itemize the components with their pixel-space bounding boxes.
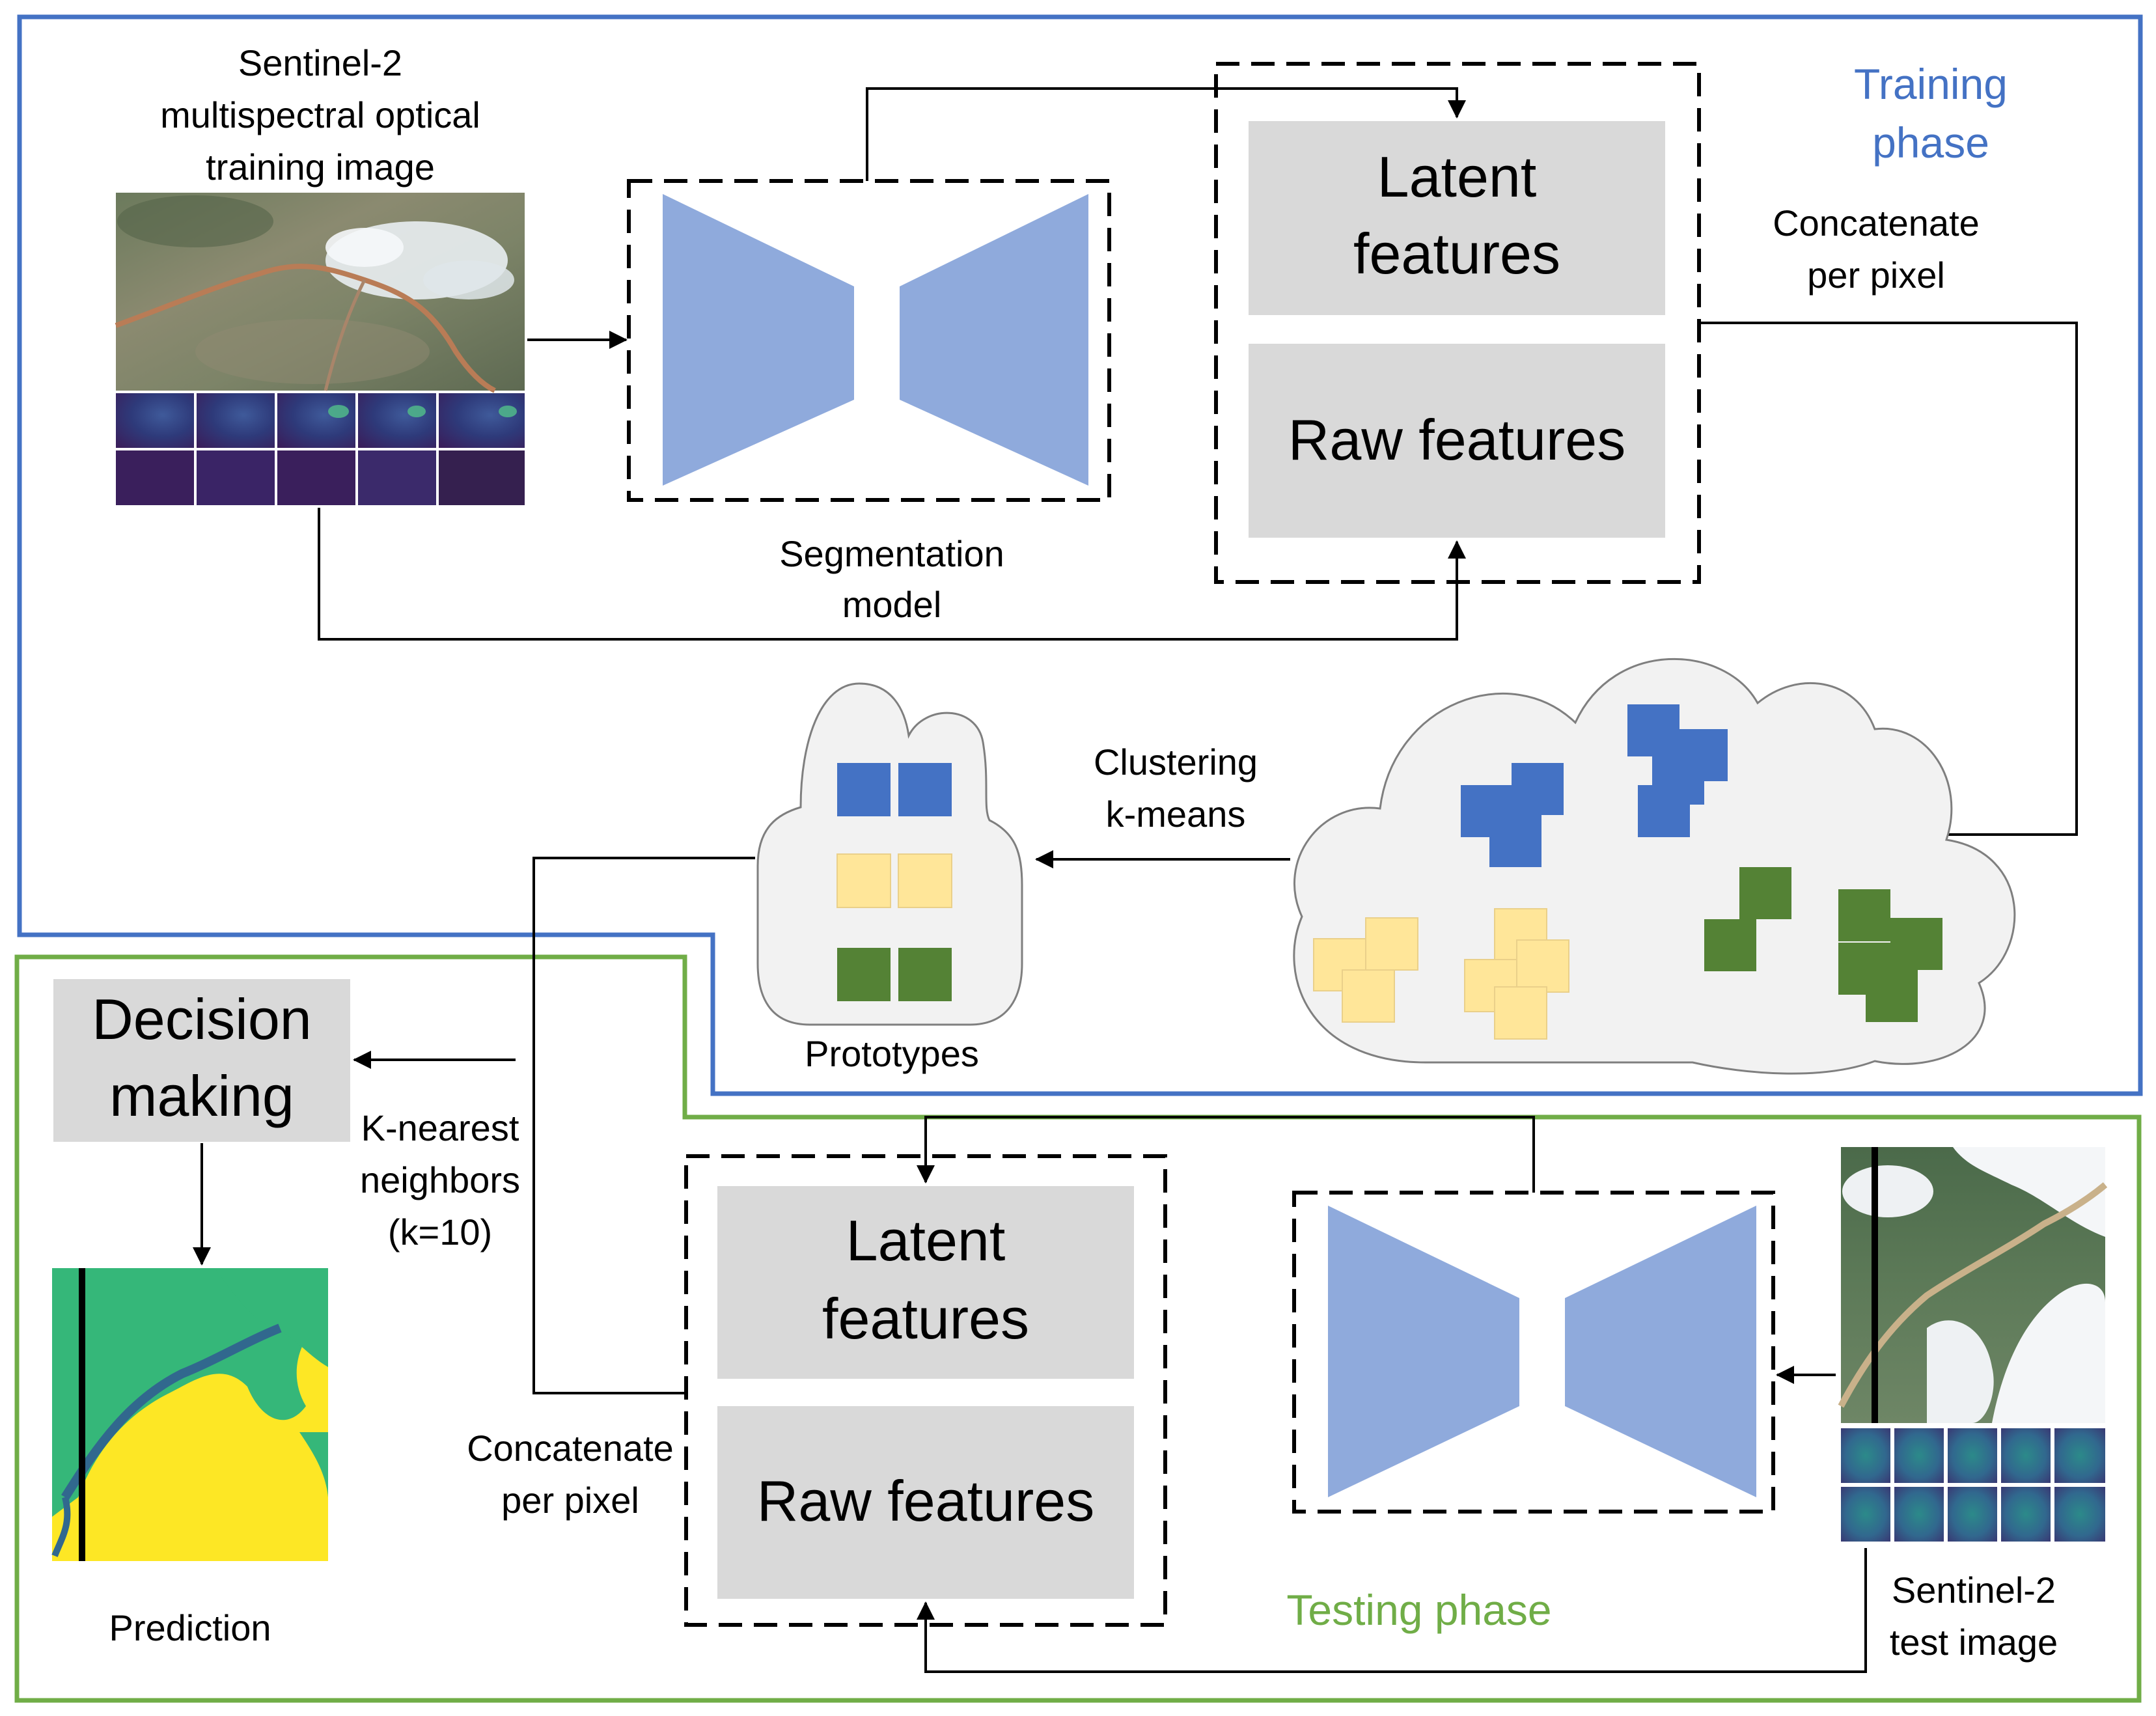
prediction-label: Prediction: [109, 1607, 271, 1648]
training-phase-border: [17, 14, 2143, 1096]
training-image-caption-2: multispectral optical: [160, 94, 480, 135]
knn-label-3: (k=10): [388, 1211, 492, 1252]
blue-cluster-points: [1461, 704, 1728, 867]
decision-making-box: [53, 979, 350, 1142]
prototypes-label: Prototypes: [805, 1033, 979, 1074]
training-concat-label-2: per pixel: [1807, 255, 1945, 296]
clustering-label-2: k-means: [1106, 794, 1246, 835]
arrow-test-model-to-latent: [917, 1116, 1535, 1193]
test-satellite-image: [1838, 1147, 2108, 1423]
training-latent-label: Latent: [1377, 145, 1537, 209]
training-concat-label: Concatenate: [1773, 202, 1980, 243]
clustering-label: Clustering: [1094, 741, 1258, 782]
training-raw-features: [1249, 344, 1665, 538]
decision-making-label: Decision: [92, 987, 311, 1051]
testing-phase-label: Testing phase: [1286, 1586, 1551, 1634]
training-segmentation-model-box: [627, 179, 1111, 502]
arrow-prototypes-to-decision: [532, 857, 755, 1394]
decision-making-label-2: making: [109, 1064, 294, 1128]
training-image-caption: Sentinel-2: [238, 42, 402, 83]
test-image-caption: Sentinel-2: [1892, 1570, 2056, 1611]
testing-segmentation-model-box: [1292, 1191, 1775, 1514]
testing-decoder: [1565, 1206, 1756, 1497]
test-band-thumbnails: [1841, 1428, 2105, 1542]
training-phase-label-2: phase: [1872, 118, 1989, 167]
green-cluster-points: [1704, 867, 1942, 1022]
testing-features-box: [684, 1154, 1167, 1627]
training-satellite-image: [115, 193, 525, 393]
testing-raw-features: [717, 1406, 1134, 1599]
training-decoder: [900, 194, 1088, 486]
training-image-caption-3: training image: [206, 146, 435, 187]
arrow-test-image-to-raw: [917, 1548, 1867, 1673]
testing-encoder: [1328, 1206, 1519, 1497]
training-raw-label: Raw features: [1288, 408, 1625, 472]
test-image-caption-2: test image: [1890, 1622, 2058, 1663]
training-model-label-2: model: [842, 584, 942, 625]
knn-label-2: neighbors: [360, 1159, 520, 1200]
testing-concat-label: Concatenate: [467, 1428, 674, 1469]
testing-latent-label: Latent: [846, 1208, 1006, 1273]
testing-concat-label-2: per pixel: [501, 1480, 639, 1521]
arrow-features-to-cloud: [1700, 322, 2078, 844]
knn-label: K-nearest: [361, 1107, 519, 1148]
training-band-thumbnails: [116, 393, 525, 505]
arrow-model-to-latent: [866, 87, 1466, 181]
training-latent-label-2: features: [1353, 221, 1560, 286]
testing-phase-border: [14, 954, 2142, 1703]
training-model-label: Segmentation: [779, 533, 1004, 574]
yellow-cluster-points: [1313, 908, 1569, 1040]
arrow-image-to-raw: [318, 508, 1466, 641]
testing-raw-label: Raw features: [757, 1469, 1094, 1533]
training-encoder: [663, 194, 854, 486]
testing-latent-features: [717, 1186, 1134, 1379]
prototype-squares: [836, 763, 952, 1001]
training-phase-label: Training: [1854, 60, 2008, 108]
testing-latent-label-2: features: [822, 1286, 1029, 1351]
training-latent-features: [1249, 121, 1665, 315]
prediction-map: [51, 1268, 328, 1561]
